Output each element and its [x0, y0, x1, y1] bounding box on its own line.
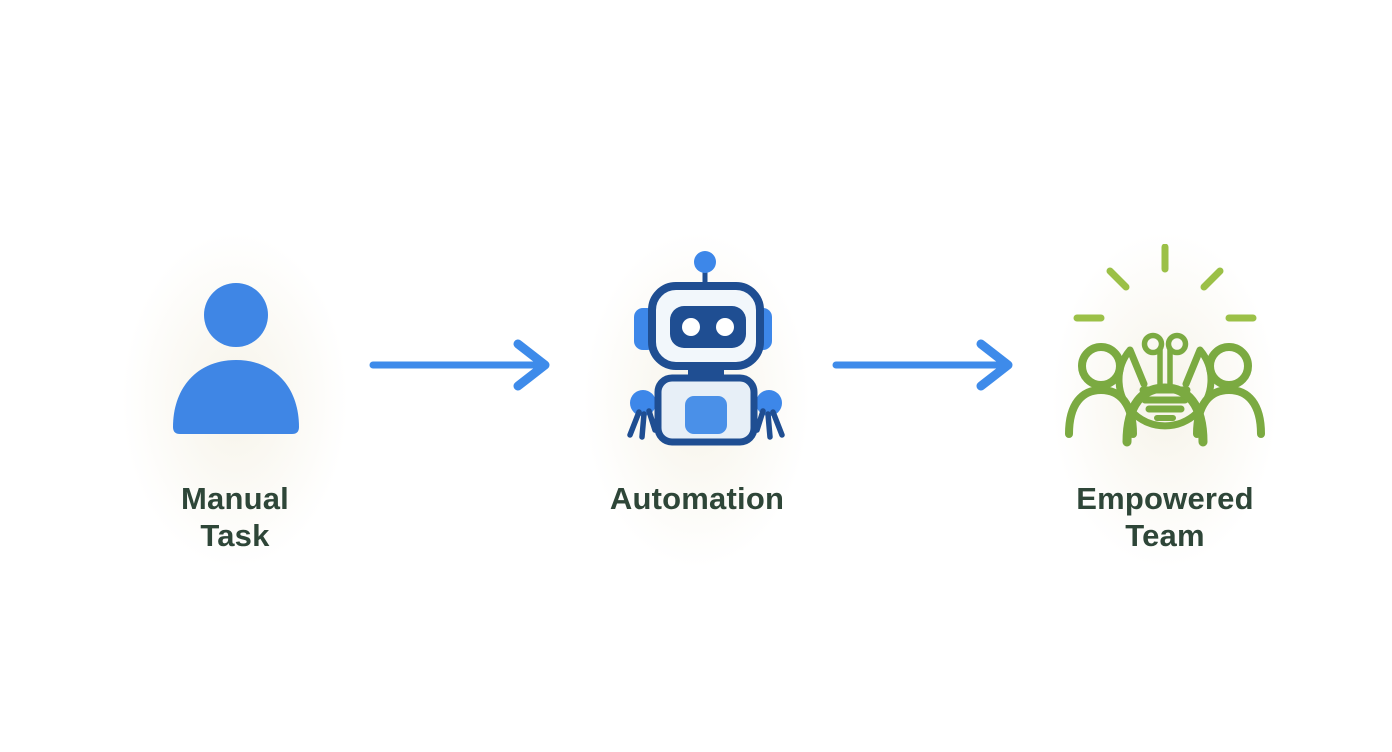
- person-head: [204, 283, 268, 347]
- team-lightbulb-icon: [1065, 244, 1265, 447]
- robot-icon: [627, 251, 785, 446]
- label-line: Manual: [181, 481, 289, 516]
- arrow-head: [513, 339, 550, 391]
- robot-eye-left: [682, 318, 700, 336]
- arrow-head: [976, 339, 1013, 391]
- step-label-automation: Automation: [537, 480, 857, 517]
- person-center: [1122, 383, 1208, 447]
- label-line: Automation: [609, 481, 785, 516]
- robot-body: [654, 374, 758, 446]
- step-label-manual-task: Manual Task: [75, 480, 395, 554]
- robot-eye-right: [716, 318, 734, 336]
- label-line: Task: [200, 518, 270, 553]
- arrow-right-icon: [832, 339, 1013, 391]
- robot-visor: [670, 306, 746, 348]
- robot-arms: [627, 390, 785, 440]
- person-body: [173, 360, 299, 434]
- robot-chest-panel: [685, 396, 727, 434]
- step-label-empowered-team: Empowered Team: [1005, 480, 1325, 554]
- robot-head: [648, 282, 764, 370]
- label-line: Empowered: [1076, 481, 1254, 516]
- lightbulb-rays: [1073, 244, 1257, 322]
- label-line: Team: [1125, 518, 1205, 553]
- person-icon: [173, 283, 299, 434]
- arrow-right-icon: [369, 339, 550, 391]
